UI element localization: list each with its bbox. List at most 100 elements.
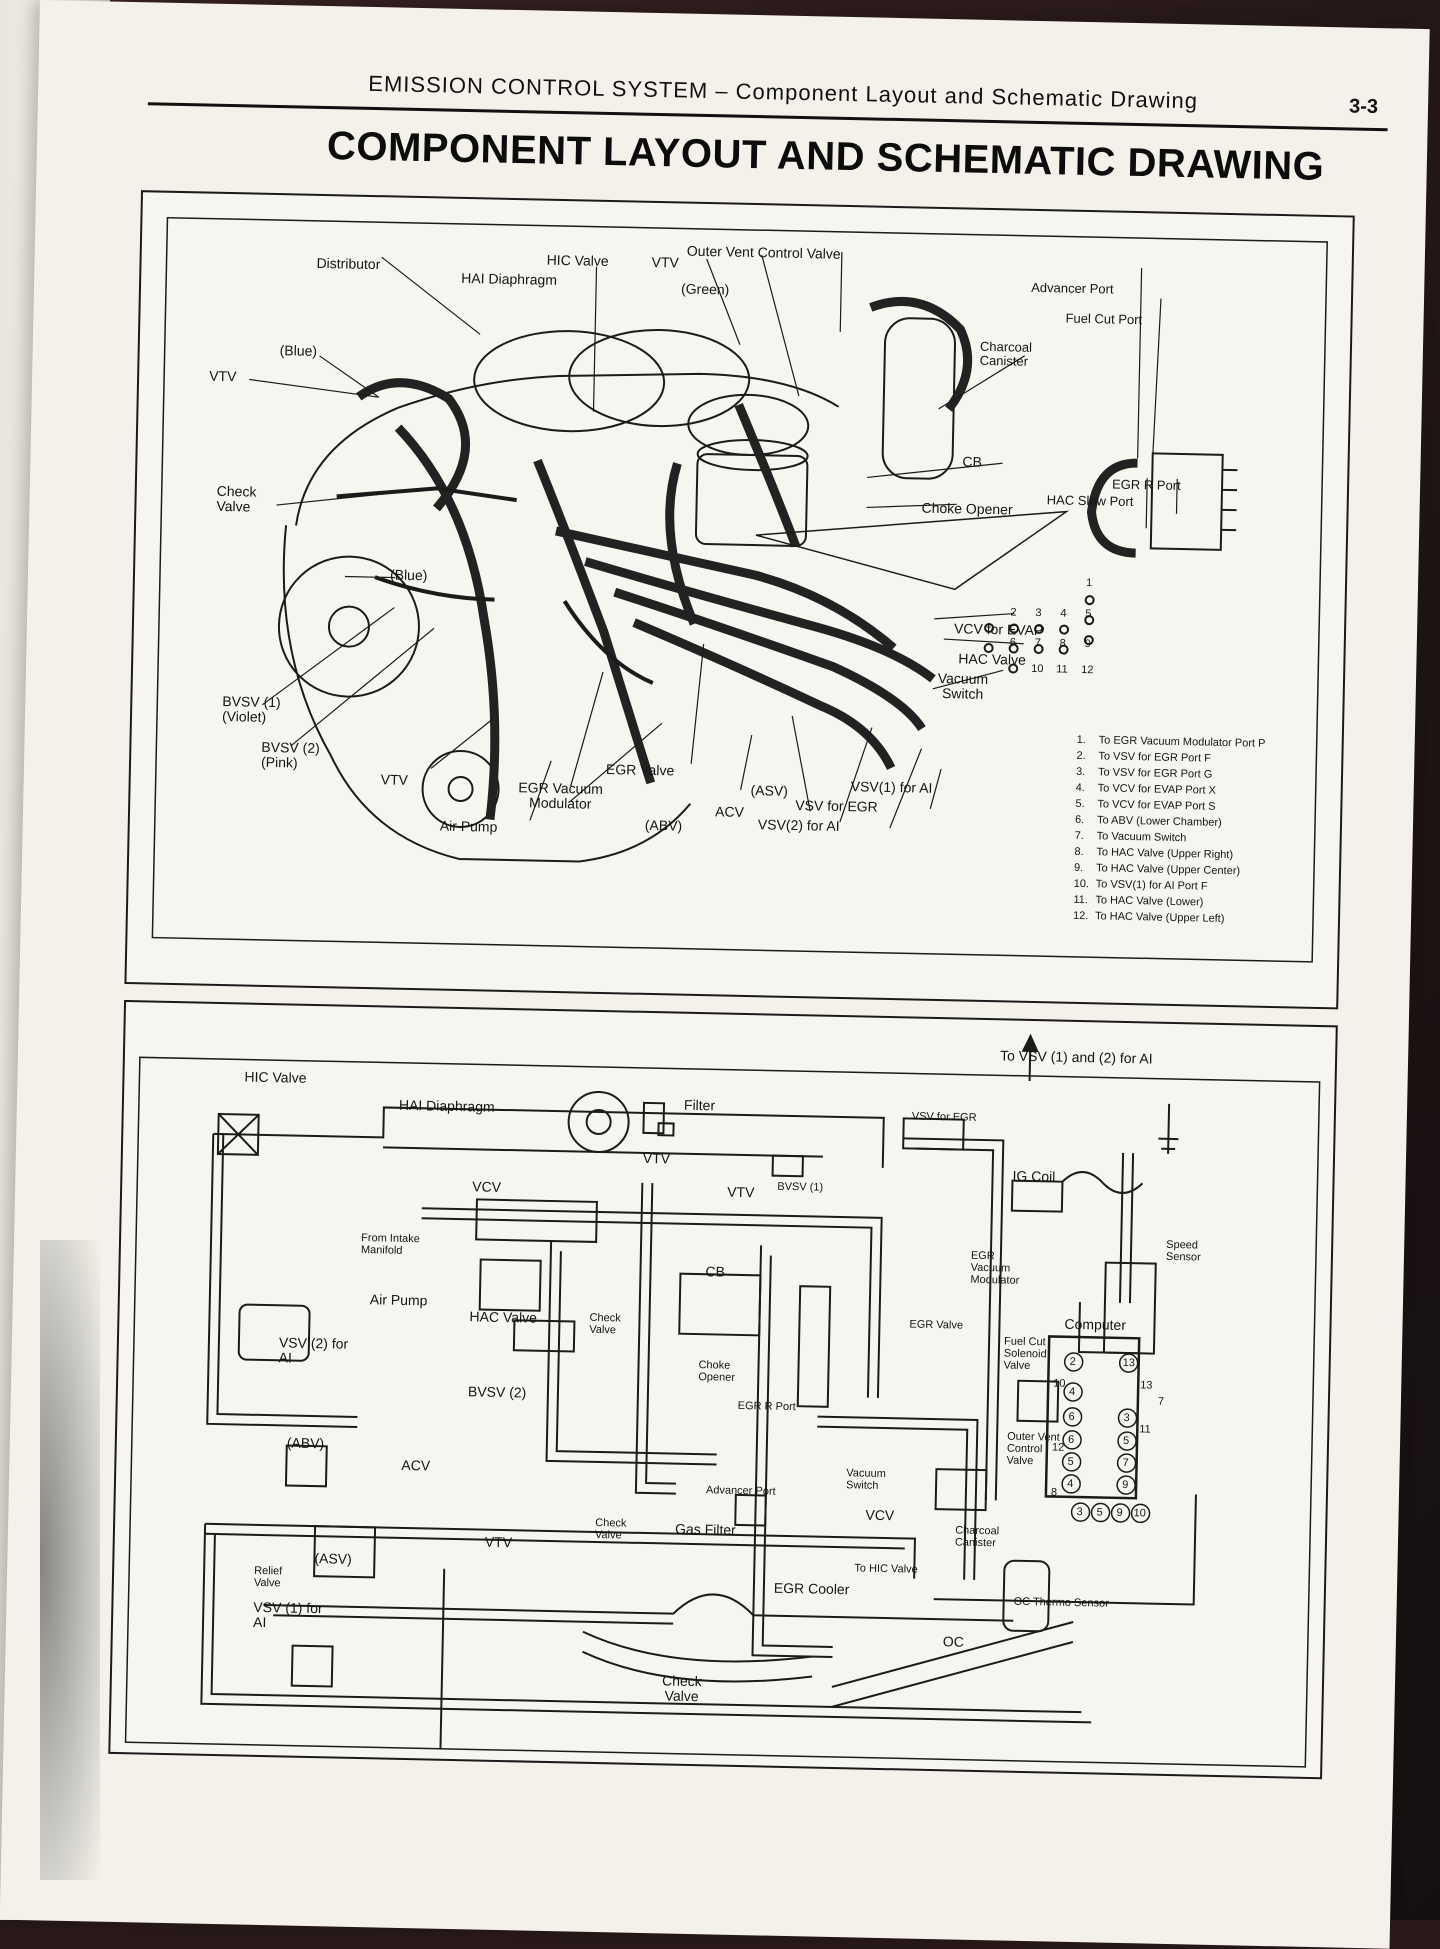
label-vacuum-switch: Vacuum Switch [928, 671, 999, 703]
label-acv: ACV [715, 804, 744, 820]
label-vcv: VCV [472, 1179, 501, 1195]
label-green: (Green) [681, 281, 730, 297]
port-number: 7 [1035, 637, 1041, 649]
port-number: 10 [1031, 663, 1044, 675]
label-bvsv2: BVSV (2) [468, 1384, 527, 1401]
label-choke-opener: Choke Opener [698, 1359, 748, 1384]
label-to-vsv: To VSV (1) and (2) for AI [1000, 1048, 1153, 1067]
label-oc-thermo: OC Thermo Sensor [1014, 1596, 1109, 1610]
computer-pin: 2 [1070, 1356, 1076, 1368]
label-bvsv1: BVSV (1) (Violet) [222, 694, 313, 727]
label-check-valve-b: Check Valve [595, 1517, 640, 1542]
label-charcoal-canister: Charcoal Canister [955, 1525, 1010, 1550]
port-number: 12 [1081, 664, 1094, 676]
computer-pin: 5 [1123, 1435, 1129, 1447]
label-vtv-top: VTV [651, 255, 679, 271]
label-hai-diaphragm: HAI Diaphragm [399, 1098, 495, 1115]
label-cb: CB [705, 1264, 725, 1280]
port-number: 4 [1060, 608, 1066, 620]
label-distributor: Distributor [316, 256, 380, 273]
label-to-hic: To HIC Valve [854, 1562, 918, 1575]
label-gas-filter: Gas Filter [675, 1522, 736, 1539]
computer-pin: 12 [1052, 1442, 1065, 1454]
label-fuel-cut-solenoid: Fuel Cut Solenoid Valve [1003, 1335, 1059, 1372]
label-egr-r-port: EGR R Port [1112, 478, 1181, 494]
computer-pin: 13 [1123, 1357, 1136, 1369]
label-fuel-cut-port: Fuel Cut Port [1065, 312, 1142, 328]
computer-pin: 8 [1051, 1487, 1057, 1499]
port-number: 3 [1035, 607, 1041, 619]
computer-pin: 3 [1076, 1506, 1082, 1518]
label-hic-valve: HIC Valve [244, 1070, 306, 1087]
label-ig-coil: IG Coil [1012, 1169, 1055, 1185]
label-vsv-egr: VSV for EGR [795, 798, 878, 815]
label-choke-opener: Choke Opener [921, 501, 1012, 518]
computer-pin: 7 [1122, 1457, 1128, 1469]
port-number: 2 [1010, 606, 1016, 618]
label-vtv-bottom: VTV [381, 772, 409, 788]
port-number: 9 [1085, 638, 1091, 650]
label-egr-vacuum-modulator: EGR Vacuum Modulator [970, 1250, 1031, 1288]
computer-pin: 9 [1116, 1507, 1122, 1519]
label-egr-valve: EGR Valve [909, 1319, 963, 1332]
label-charcoal-canister: Charcoal Canister [979, 340, 1060, 370]
computer-pin: 10 [1133, 1507, 1146, 1519]
computer-pin: 13 [1140, 1379, 1153, 1391]
label-hac-valve: HAC Valve [469, 1309, 537, 1326]
label-acv: ACV [401, 1458, 430, 1474]
port-number: 6 [1010, 636, 1016, 648]
label-vsv1-ai: VSV (1) for AI [253, 1600, 334, 1632]
port-legend: 1.To EGR Vacuum Modulator Port P 2.To VS… [1073, 732, 1327, 929]
computer-pin: 9 [1122, 1479, 1128, 1491]
label-bvsv1: BVSV (1) [777, 1181, 823, 1194]
computer-pin: 6 [1068, 1411, 1074, 1423]
computer-pin: 6 [1068, 1434, 1074, 1446]
label-hai-diaphragm: HAI Diaphragm [461, 271, 557, 288]
label-vacuum-switch: Vacuum Switch [846, 1467, 891, 1492]
label-asv: (ASV) [314, 1551, 352, 1567]
running-head-text: EMISSION CONTROL SYSTEM – Component Layo… [368, 71, 1198, 114]
schematic-diagram: To VSV (1) and (2) for AI HIC Valve HAI … [108, 1000, 1338, 1779]
page-number: 3-3 [1349, 95, 1378, 119]
label-blue-mid: (Blue) [390, 567, 428, 583]
label-egr-r-port: EGR R Port [738, 1400, 796, 1413]
label-cb: CB [962, 454, 982, 470]
label-egr-vacuum-modulator: EGR Vacuum Modulator [500, 780, 621, 813]
label-vsv2-ai: VSV(2) for AI [758, 817, 840, 834]
label-advancer-port: Advancer Port [1031, 281, 1114, 297]
label-speed-sensor: Speed Sensor [1166, 1239, 1206, 1264]
page-title: COMPONENT LAYOUT AND SCHEMATIC DRAWING [327, 124, 1325, 190]
computer-pin: 10 [1053, 1378, 1066, 1390]
label-air-pump: Air Pump [370, 1292, 430, 1309]
label-hac-slow-port: HAC Slow Port [1047, 493, 1134, 509]
label-vcv-b: VCV [865, 1508, 894, 1524]
label-vtv-c: VTV [485, 1535, 513, 1551]
label-vcv-evap: VCV for EVAP [954, 621, 1044, 638]
label-vsv-for-egr: VSV for EGR [912, 1111, 977, 1124]
label-abv: (ABV) [287, 1435, 325, 1451]
port-number: 5 [1085, 608, 1091, 620]
label-check-valve: Check Valve [216, 484, 287, 516]
computer-pin: 11 [1139, 1423, 1151, 1435]
label-vtv: VTV [643, 1151, 671, 1167]
label-hic-valve: HIC Valve [546, 253, 608, 270]
label-egr-cooler: EGR Cooler [774, 1581, 850, 1598]
computer-pin: 3 [1123, 1412, 1129, 1424]
label-advancer-port: Advancer Port [706, 1484, 776, 1498]
port-number: 8 [1060, 637, 1066, 649]
computer-pin: 7 [1158, 1396, 1164, 1408]
label-abv: (ABV) [645, 818, 683, 834]
label-vsv1-ai: VSV(1) for AI [851, 779, 933, 796]
label-asv: (ASV) [750, 783, 788, 799]
label-oc: OC [943, 1634, 964, 1650]
label-computer: Computer [1064, 1317, 1126, 1334]
label-air-pump: Air Pump [440, 819, 498, 836]
label-vtv-left: VTV [209, 369, 237, 385]
label-outer-vent: Outer Vent Control Valve [687, 244, 841, 263]
label-check-valve: Check Valve [589, 1312, 639, 1337]
computer-pin: 4 [1067, 1478, 1073, 1490]
computer-pin: 5 [1067, 1456, 1073, 1468]
port-number: 1 [1086, 577, 1092, 589]
label-filter: Filter [684, 1098, 715, 1114]
label-vsv2-ai: VSV (2) for AI [278, 1335, 354, 1367]
